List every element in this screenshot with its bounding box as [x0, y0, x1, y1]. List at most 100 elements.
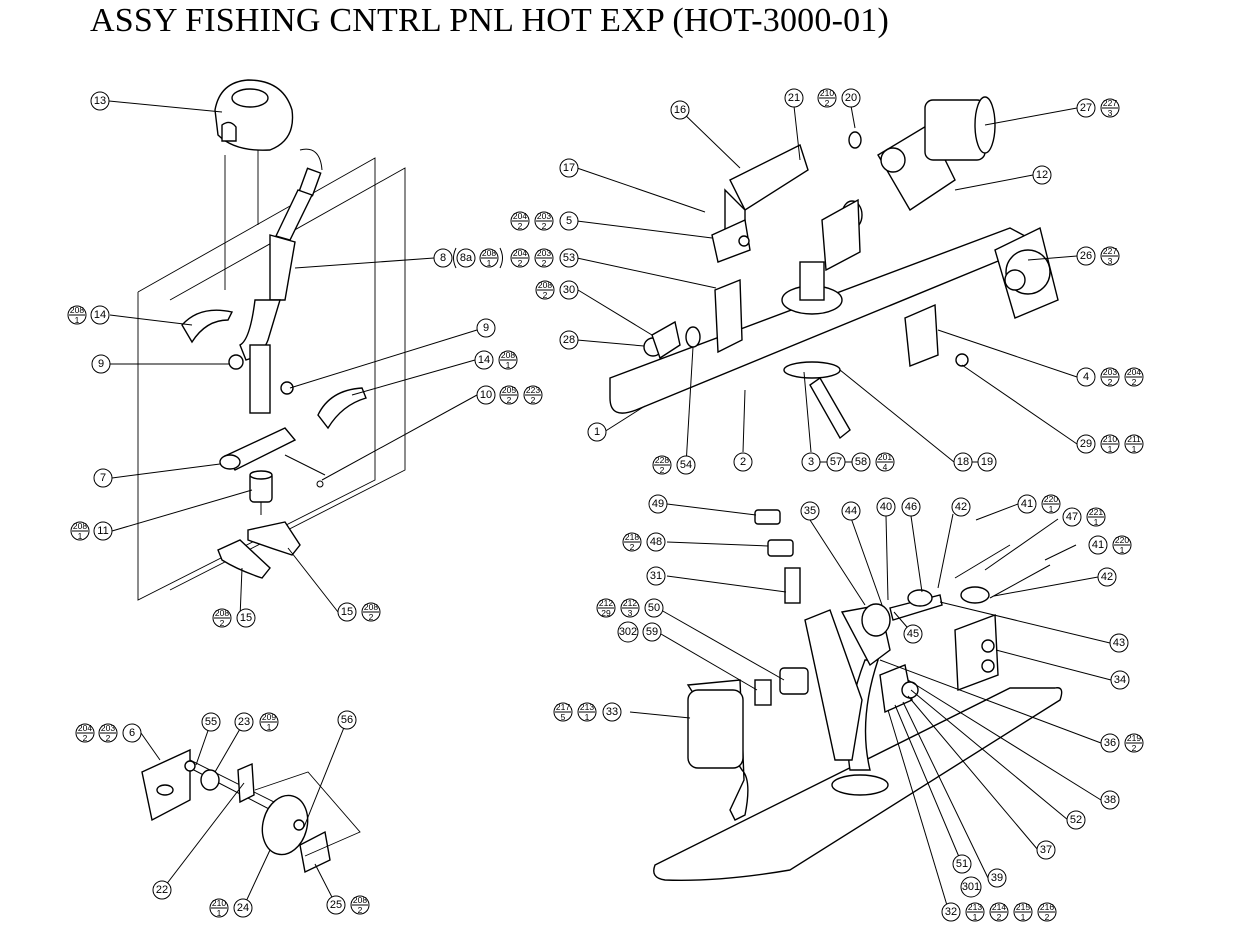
callout-text: 220: [1044, 494, 1058, 504]
callout-text: 302: [619, 626, 637, 638]
callout-text: 2: [220, 618, 225, 628]
callout-text: 210: [1103, 434, 1117, 444]
callout-text: 208: [353, 895, 367, 905]
callout-text: 2: [358, 905, 363, 915]
callout-text: 210: [212, 898, 226, 908]
callout-text: 228: [655, 455, 669, 465]
callout-text: 301: [962, 881, 980, 893]
callout-text: 2: [997, 912, 1002, 922]
callout-text: 4: [1083, 371, 1089, 383]
callout-33: 33: [602, 702, 622, 722]
callout-text: 3: [1108, 108, 1113, 118]
callout-8a: 8a: [456, 248, 476, 268]
callout-text: 2: [542, 258, 547, 268]
callout-text: 204: [78, 723, 92, 733]
callout-text: 24: [237, 902, 249, 914]
callout-text: 2: [1108, 377, 1113, 387]
callout-50: 50: [644, 598, 664, 618]
callout-58: 58: [851, 452, 871, 472]
callout-38: 38: [1100, 790, 1120, 810]
callout-text: 4: [883, 462, 888, 472]
callout-text: 1: [75, 315, 80, 325]
callout-text: 26: [1080, 250, 1092, 262]
callout-text: 204: [1127, 367, 1141, 377]
callout-6: 6: [122, 723, 142, 743]
callout-15-left: 15: [236, 608, 256, 628]
callout-text: 1: [973, 912, 978, 922]
callout-text: 203: [1103, 367, 1117, 377]
callout-text: 52: [1070, 814, 1082, 826]
callout-41-bottom: 41: [1088, 535, 1108, 555]
callout-text: 208: [482, 248, 496, 258]
callout-49: 49: [648, 494, 668, 514]
callout-text: 208: [364, 602, 378, 612]
callout-text: 42: [1101, 571, 1113, 583]
callout-text: 2: [106, 733, 111, 743]
callout-text: 1: [1108, 444, 1113, 454]
callout-text: 204: [513, 211, 527, 221]
callout-16: 16: [670, 100, 690, 120]
callout-36: 36: [1100, 733, 1120, 753]
callout-32: 32: [941, 902, 961, 922]
callout-text: 22: [156, 884, 168, 896]
callout-text: 2: [543, 290, 548, 300]
callout-text: 1: [585, 712, 590, 722]
callout-text: 34: [1114, 674, 1126, 686]
callout-text: 30: [563, 284, 575, 296]
callout-text: 9: [483, 322, 489, 334]
callout-text: 208: [73, 521, 87, 531]
callout-text: 8a: [460, 252, 473, 264]
callout-text: 20: [845, 92, 857, 104]
callout-301: 301: [960, 876, 982, 898]
callout-text: 2: [1132, 743, 1137, 753]
callout-text: 3: [808, 456, 814, 468]
callout-text: 21: [788, 92, 800, 104]
callout-10: 10: [476, 385, 496, 405]
callout-text: 204: [513, 248, 527, 258]
callout-3: 3: [801, 452, 821, 472]
callout-text: 28: [563, 334, 575, 346]
callout-text: 42: [955, 501, 967, 513]
callout-55: 55: [201, 712, 221, 732]
hook-part: [181, 309, 234, 344]
callout-text: 223: [526, 385, 540, 395]
callout-text: 50: [648, 602, 660, 614]
callout-text: 227: [1103, 246, 1117, 256]
callout-text: 39: [991, 872, 1003, 884]
callout-text: 221: [1089, 507, 1103, 517]
callout-30: 30: [559, 280, 579, 300]
callout-text: 205: [502, 385, 516, 395]
callout-43: 43: [1109, 633, 1129, 653]
encoder-wheel-assembly-drawing: [141, 748, 361, 874]
callout-text: 53: [563, 252, 575, 264]
callout-28: 28: [559, 330, 579, 350]
callout-text: 1: [594, 426, 600, 438]
callout-29: 29: [1076, 434, 1096, 454]
callout-17: 17: [559, 158, 579, 178]
lever-assembly-drawing: [137, 79, 406, 601]
callout-text: 38: [1104, 794, 1116, 806]
callout-text: 40: [880, 501, 892, 513]
callout-text: 213: [968, 902, 982, 912]
callout-text: 216: [1040, 902, 1054, 912]
callout-text: 27: [1080, 102, 1092, 114]
callout-text: 15: [341, 606, 353, 618]
callout-text: 1: [267, 722, 272, 732]
callout-35: 35: [800, 501, 820, 521]
callout-48: 48: [646, 532, 666, 552]
callout-19: 19: [977, 452, 997, 472]
callout-text: 203: [537, 211, 551, 221]
callout-text: 32: [945, 906, 957, 918]
callout-text: 220: [1115, 535, 1129, 545]
